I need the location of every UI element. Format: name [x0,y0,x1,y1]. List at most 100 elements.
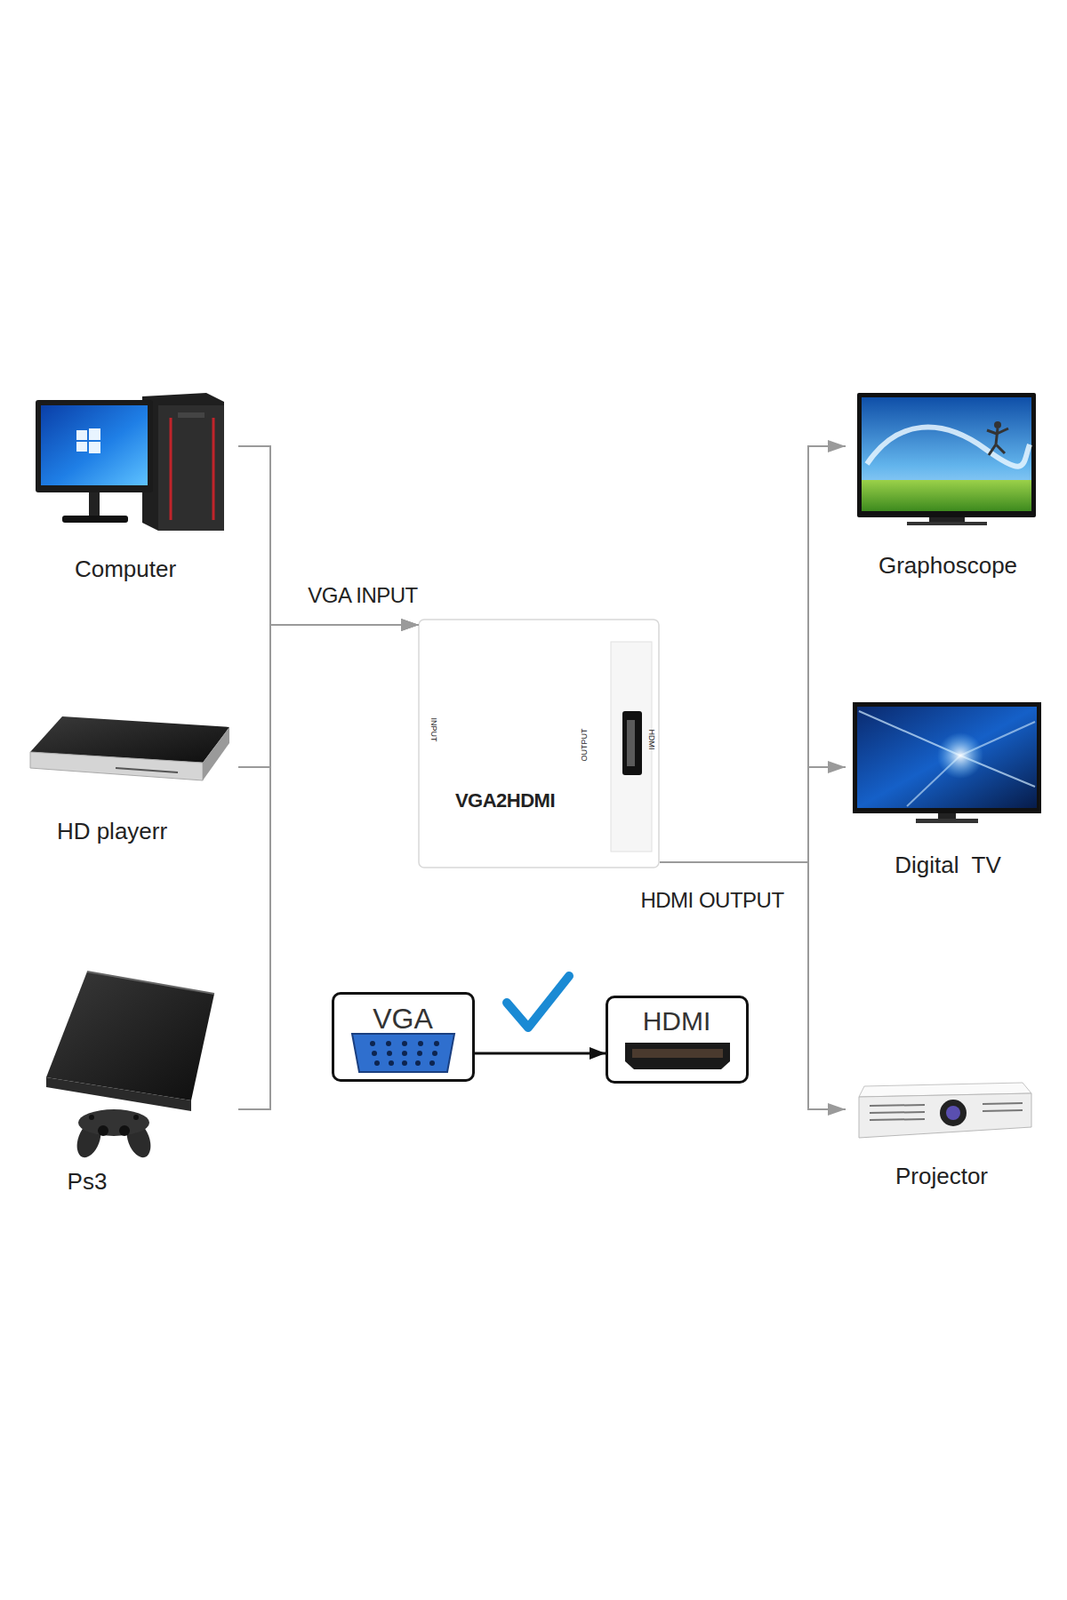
projector-lens [939,1099,967,1127]
tower-bay [177,412,205,418]
tv-screen [857,706,1037,809]
connector-arrow [238,625,419,768]
node-label: Projector [895,1163,988,1191]
player-side [202,727,230,781]
tv-stand [929,517,965,522]
monitor-stand [88,492,100,518]
tv-figure [994,421,1002,429]
windows-logo [88,441,101,454]
tower-side [142,393,225,531]
connector-arrow [474,1052,606,1056]
windows-logo [76,430,88,441]
projector-vent [982,1110,1023,1112]
hdmi-port [622,711,642,776]
tv-base [906,521,987,526]
tv-swoosh [866,427,1030,467]
node-label: VGA2HDMI [455,789,555,812]
tv-figure [986,428,1009,456]
vga-pin [417,1041,424,1047]
connectors [238,446,846,1110]
device-node: Digital TV [845,700,1050,883]
console-edge [87,971,215,995]
projector-vent [869,1105,925,1107]
tv-glow [937,732,984,779]
projector-vent [982,1103,1023,1105]
device-node: Graphoscope [845,391,1050,584]
device-node: HD playerr [26,711,239,850]
controller-stick [119,1125,130,1137]
vga-pin [429,1060,435,1067]
node-label: VGA [372,1002,434,1036]
connector-arrow [238,625,419,1110]
connector-arrow [659,767,846,863]
vga-pin [401,1041,408,1047]
vga-pin [386,1050,393,1057]
node-label: Ps3 [67,1169,108,1196]
controller-button [88,1115,95,1121]
tv-frame [852,702,1042,814]
console-body [46,971,215,1101]
vga-pin [401,1050,408,1057]
adapter-body [418,619,659,868]
windows-logo [88,428,101,441]
tv-stand [938,813,956,819]
console-front [46,1077,192,1112]
vga-pin [388,1060,394,1067]
tv-grass [861,480,1032,512]
vga-pin [385,1041,392,1047]
tower-stripe [169,417,173,521]
projector-vent [869,1119,925,1121]
tv-screen [861,397,1032,512]
port-label: OUTPUT [579,729,589,763]
controller-body [78,1109,150,1137]
hdmi-plug [625,1042,731,1070]
windows-logo [76,441,88,452]
vga-pin [401,1060,408,1067]
device-node: Computer [31,393,239,587]
projector-body [858,1093,1032,1139]
player-front [30,752,203,781]
adapter-panel [610,641,652,852]
controller-button [133,1115,139,1121]
port-label: INPUT [429,718,439,743]
connector-box: HDMI [605,995,749,1084]
node-label: Computer [74,556,177,584]
monitor-base [62,515,129,523]
projector-lens-glass [946,1106,961,1121]
vga-pin [415,1060,421,1067]
connector-box: VGA [331,992,475,1083]
signal-label: VGA INPUT [304,583,421,609]
monitor-screen [40,405,148,486]
projector-vent [869,1112,925,1114]
vga-pin [374,1060,380,1067]
port-label: HDMI [647,730,657,751]
tv-frame [857,393,1036,518]
controller-stick [97,1125,109,1137]
tv-base [915,818,979,824]
device-node: Projector [845,1077,1050,1195]
node-label: Graphoscope [878,553,1018,580]
tower-front [158,405,225,531]
tower-stripe [212,417,216,521]
hdmi-port-tongue [626,720,635,767]
signal-label: HDMI OUTPUT [637,888,787,914]
player-slot [115,768,178,773]
connector-arrow [659,446,846,863]
vga-pin [432,1050,438,1057]
vga-pin [433,1041,440,1047]
adapter-box: VGA2HDMI INPUT OUTPUT HDMI [418,619,660,868]
vga-pin [369,1041,376,1047]
hdmi-plug-inner [632,1049,723,1059]
node-label: HDMI [642,1006,712,1038]
device-node: Ps3 [40,967,239,1200]
node-label: Digital TV [894,852,1001,880]
check-mark [506,976,570,1028]
vga-pin [417,1050,423,1057]
vga-connector [352,1034,455,1073]
node-label: HD playerr [56,818,168,846]
vga-pin [371,1050,378,1057]
monitor-frame [35,400,153,493]
